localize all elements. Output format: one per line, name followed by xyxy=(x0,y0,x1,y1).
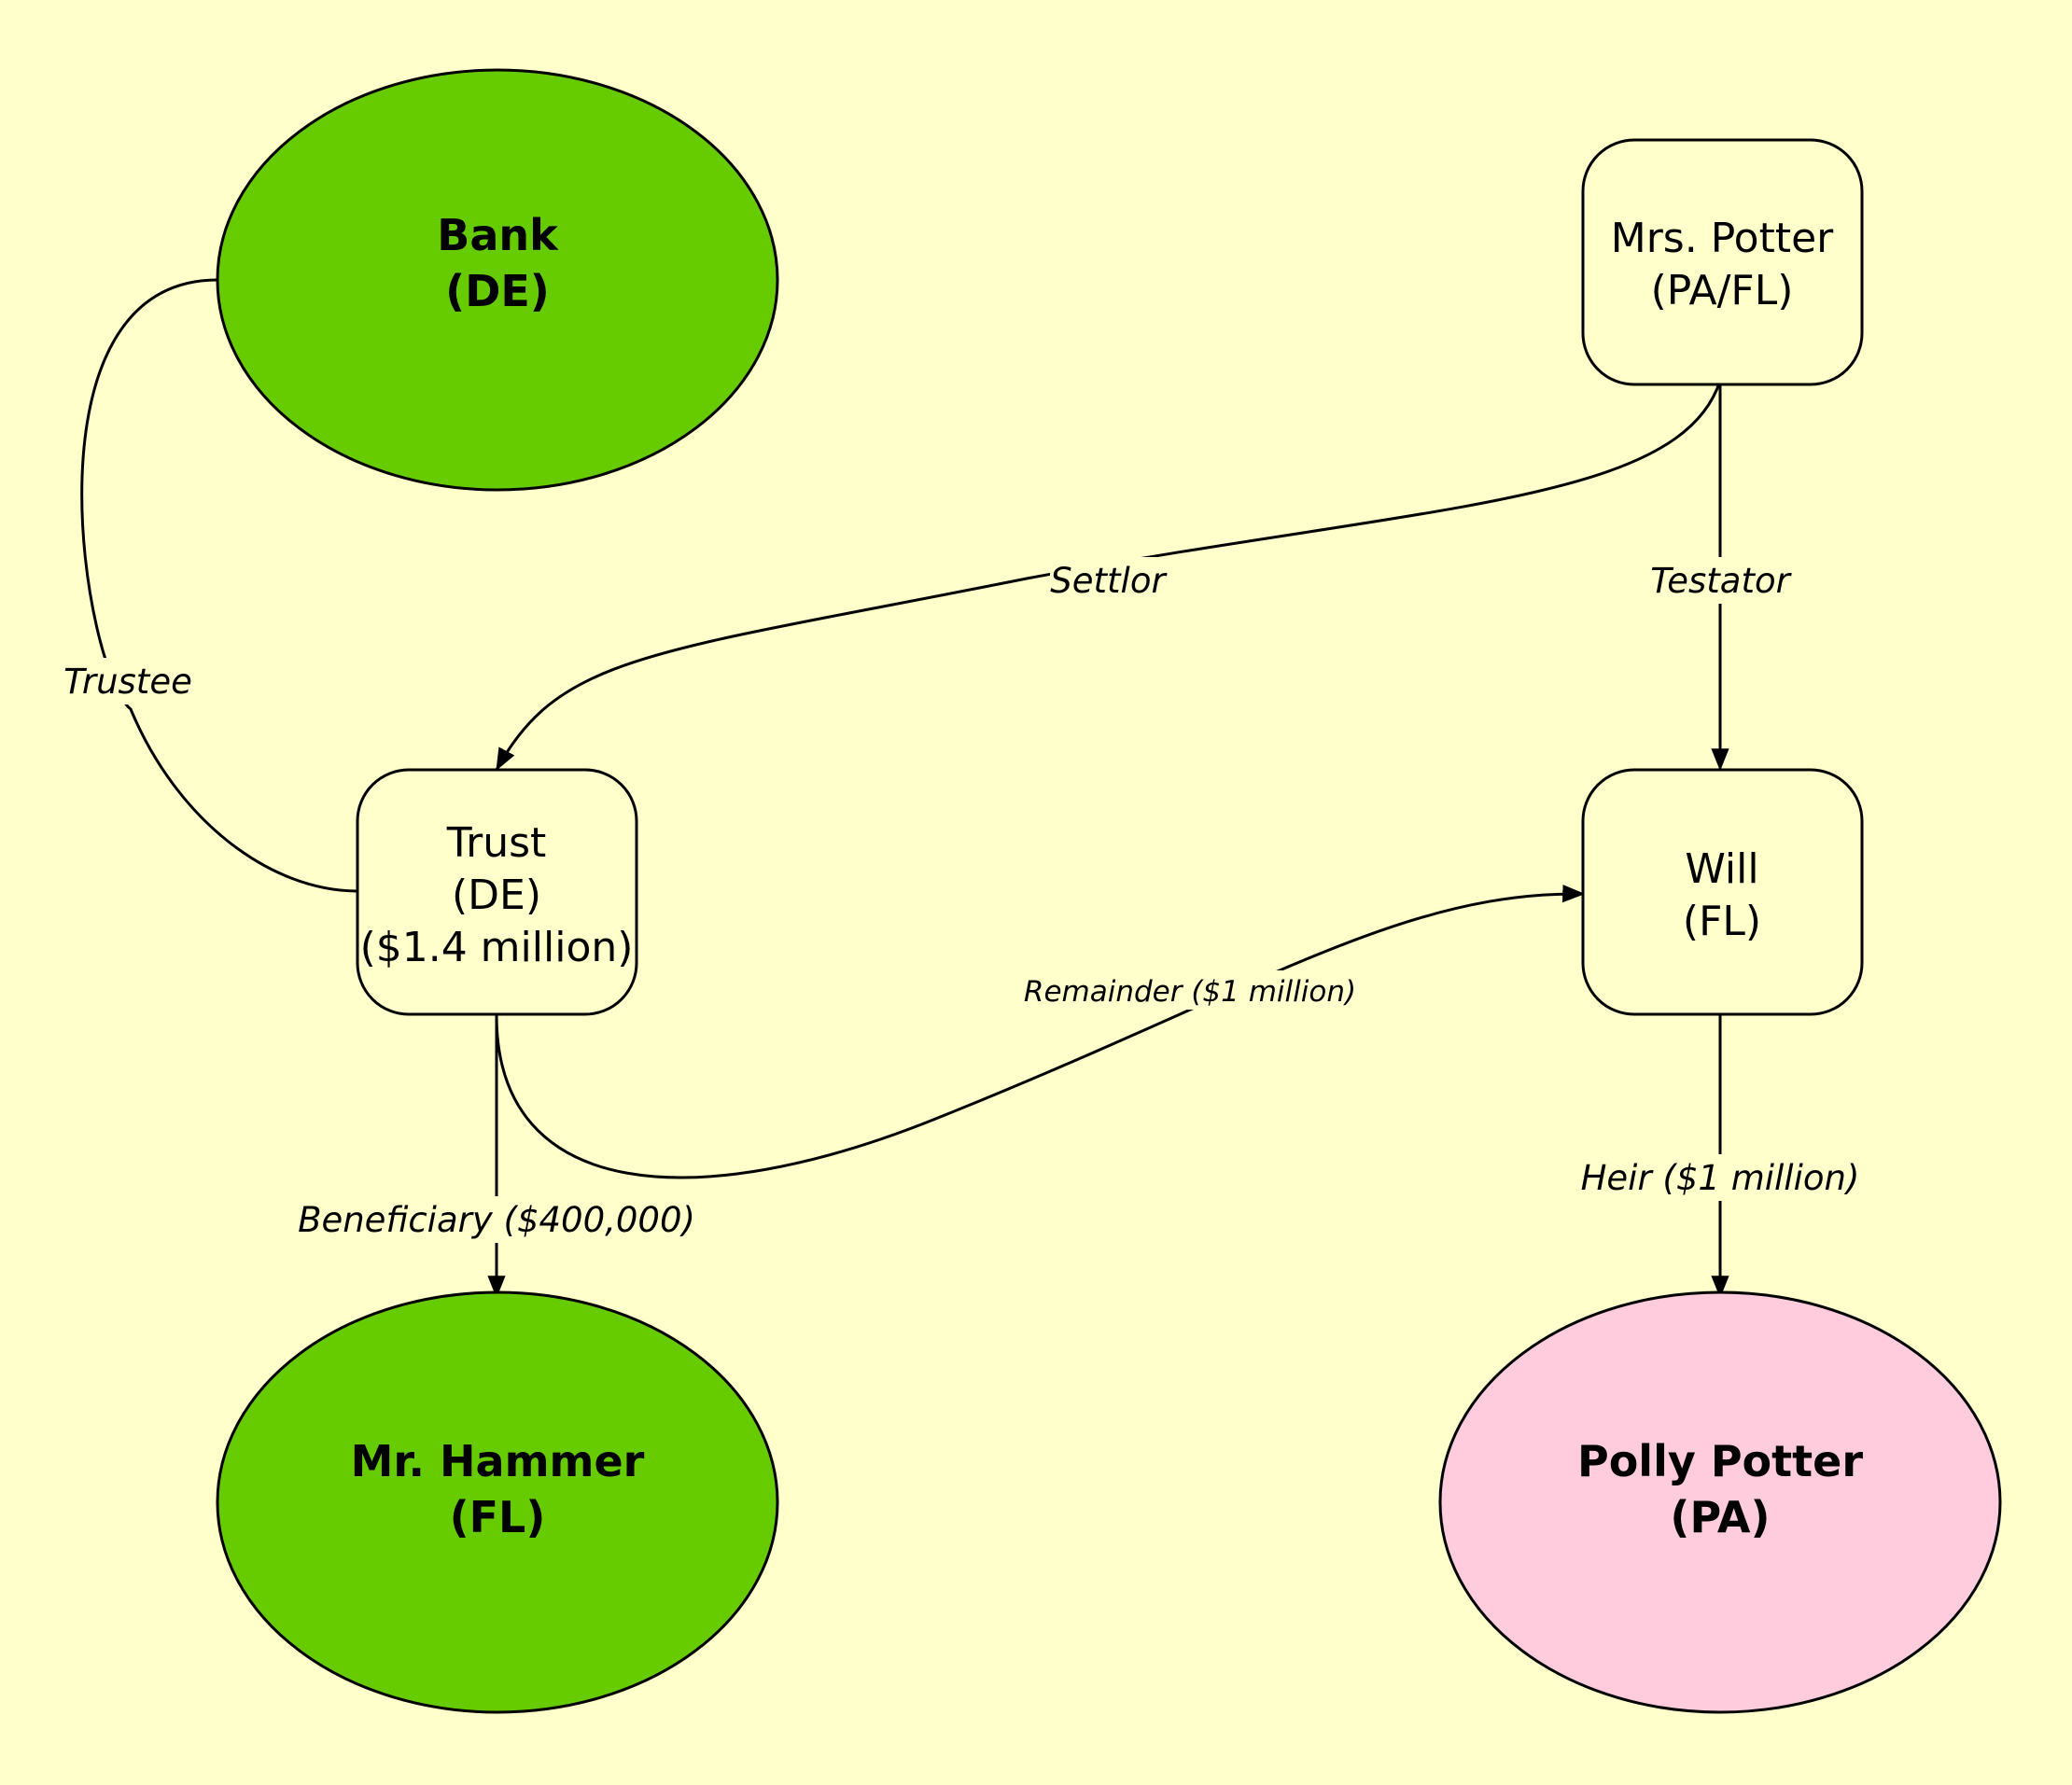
node-trust-amount: ($1.4 million) xyxy=(360,924,634,971)
node-mr-hammer-name: Mr. Hammer xyxy=(351,1436,645,1486)
node-trust-name: Trust xyxy=(446,819,547,867)
edge-label-beneficiary: Beneficiary ($400,000) xyxy=(298,1200,695,1240)
node-will: Will (FL) xyxy=(1581,768,1864,1016)
node-will-state: (FL) xyxy=(1683,898,1761,945)
node-mrs-potter-state: (PA/FL) xyxy=(1651,267,1794,314)
node-trust-state: (DE) xyxy=(452,872,541,919)
node-mr-hammer: Mr. Hammer (FL) xyxy=(216,1290,779,1714)
node-mrs-potter: Mrs. Potter (PA/FL) xyxy=(1581,138,1864,386)
edge-label-remainder: Remainder ($1 million) xyxy=(1024,975,1356,1009)
node-polly-potter: Polly Potter (PA) xyxy=(1438,1290,2002,1714)
node-will-name: Will xyxy=(1685,845,1758,893)
node-bank-state: (DE) xyxy=(445,266,550,316)
node-polly-potter-name: Polly Potter xyxy=(1577,1436,1863,1486)
node-trust: Trust (DE) ($1.4 million) xyxy=(356,768,638,1016)
node-bank: Bank (DE) xyxy=(216,68,779,492)
node-mr-hammer-state: (FL) xyxy=(450,1492,546,1542)
edge-label-heir: Heir ($1 million) xyxy=(1581,1158,1860,1198)
node-mrs-potter-name: Mrs. Potter xyxy=(1611,215,1834,262)
node-polly-potter-state: (PA) xyxy=(1670,1492,1770,1542)
node-bank-name: Bank xyxy=(437,210,559,260)
edge-label-trustee: Trustee xyxy=(63,662,192,702)
edge-label-settlor: Settlor xyxy=(1050,561,1168,601)
edge-remainder xyxy=(495,885,1586,1179)
edge-label-testator: Testator xyxy=(1650,561,1792,601)
